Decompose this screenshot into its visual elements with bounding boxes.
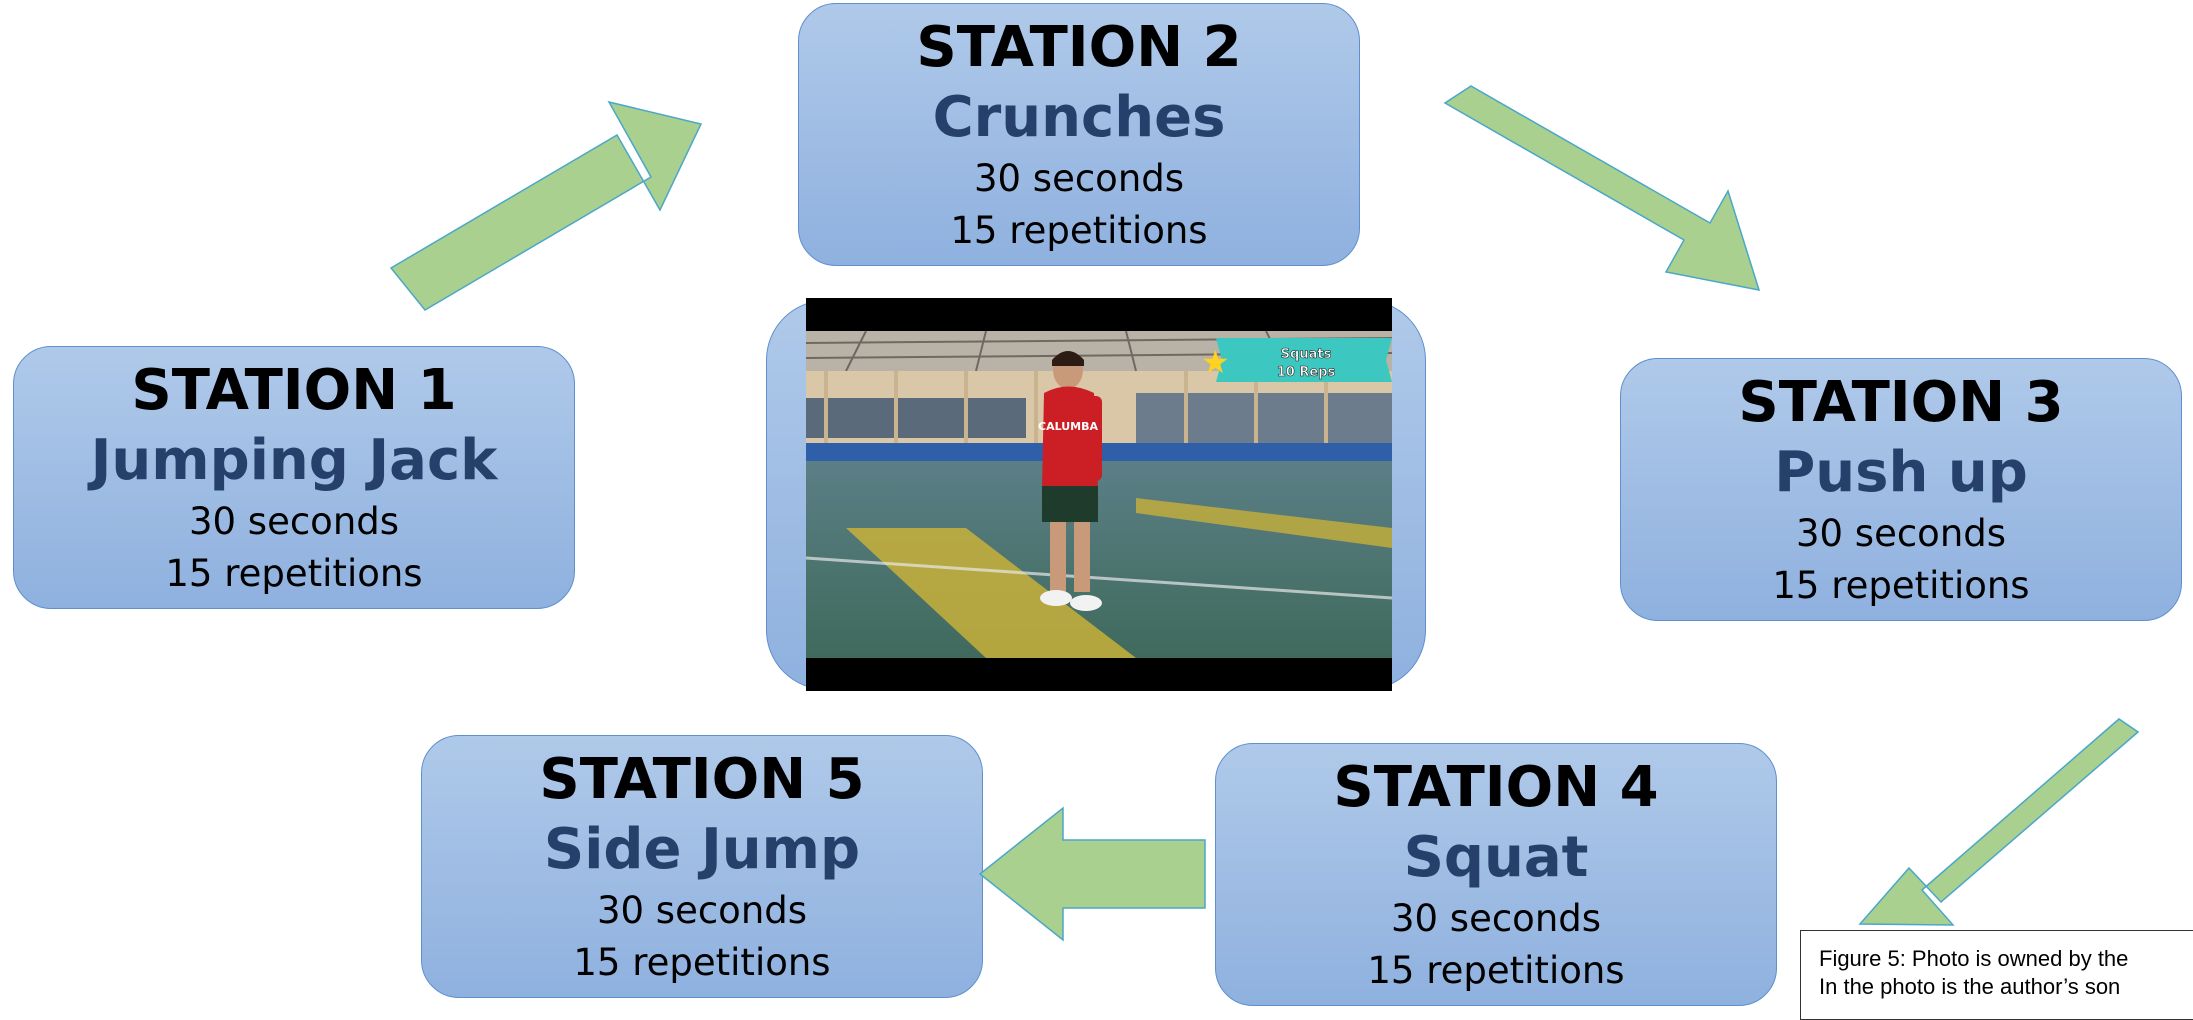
station-3-title: STATION 3 <box>1738 369 2064 435</box>
figure-caption: Figure 5: Photo is owned by the In the p… <box>1800 930 2193 1020</box>
station-3-duration: 30 seconds <box>1795 511 2007 555</box>
station-5-box: STATION 5 Side Jump 30 seconds 15 repeti… <box>421 735 983 998</box>
station-3-reps: 15 repetitions <box>1772 563 2030 607</box>
station-4-title: STATION 4 <box>1333 754 1659 820</box>
station-3-box: STATION 3 Push up 30 seconds 15 repetiti… <box>1620 358 2182 621</box>
station-1-exercise: Jumping Jack <box>90 427 498 493</box>
gym-photo: CALUMBA ★ Squats 10 Reps <box>806 298 1392 691</box>
caption-line-2: In the photo is the author’s son <box>1819 974 2121 999</box>
gym-photo-illustration: CALUMBA ★ Squats 10 Reps <box>806 298 1392 691</box>
station-2-duration: 30 seconds <box>973 156 1185 200</box>
station-2-title: STATION 2 <box>916 14 1242 80</box>
station-5-title: STATION 5 <box>539 746 865 812</box>
station-1-reps: 15 repetitions <box>165 551 423 595</box>
station-1-duration: 30 seconds <box>188 499 400 543</box>
station-3-exercise: Push up <box>1774 439 2028 505</box>
station-5-exercise: Side Jump <box>543 816 861 882</box>
station-4-reps: 15 repetitions <box>1367 948 1625 992</box>
station-4-duration: 30 seconds <box>1390 896 1602 940</box>
station-1-box: STATION 1 Jumping Jack 30 seconds 15 rep… <box>13 346 575 609</box>
station-5-reps: 15 repetitions <box>573 940 831 984</box>
banner-line-2: 10 Reps <box>1277 365 1336 380</box>
station-4-box: STATION 4 Squat 30 seconds 15 repetition… <box>1215 743 1777 1006</box>
caption-line-1: Figure 5: Photo is owned by the <box>1819 946 2129 971</box>
station-2-box: STATION 2 Crunches 30 seconds 15 repetit… <box>798 3 1360 266</box>
station-1-title: STATION 1 <box>131 357 457 423</box>
station-2-reps: 15 repetitions <box>950 208 1208 252</box>
arrow-station4-to-station5 <box>978 806 1206 942</box>
arrow-station2-to-station3 <box>1443 85 1761 291</box>
station-2-exercise: Crunches <box>932 84 1226 150</box>
arrow-station3-to-station4 <box>1858 718 2140 926</box>
station-4-exercise: Squat <box>1403 824 1589 890</box>
banner-line-1: Squats <box>1281 347 1332 362</box>
arrow-station1-to-station2 <box>389 100 703 311</box>
station-5-duration: 30 seconds <box>596 888 808 932</box>
shirt-text: CALUMBA <box>1038 420 1098 433</box>
banner-star-icon: ★ <box>1201 343 1230 381</box>
